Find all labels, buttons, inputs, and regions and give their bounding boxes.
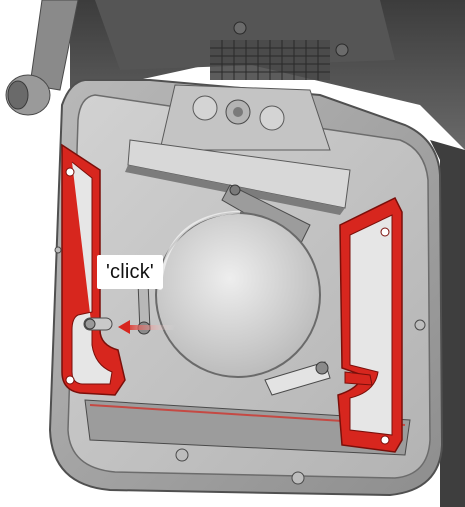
bottom-screw-left (175, 448, 189, 462)
bottom-screw-right (291, 471, 305, 485)
side-screw-left (54, 246, 62, 254)
bottom-rail (84, 399, 411, 456)
lower-shutter-blade (264, 361, 331, 396)
yoke-arm (5, 0, 79, 116)
insertion-arrow (118, 320, 175, 334)
left-shutter-frame (61, 143, 126, 396)
side-screw-right (414, 319, 426, 331)
click-callout-label: 'click' (97, 255, 163, 289)
lens-opening (155, 212, 321, 378)
top-bracket (125, 84, 351, 215)
right-shutter-frame (337, 196, 403, 453)
light-fixture-housing (70, 0, 465, 507)
